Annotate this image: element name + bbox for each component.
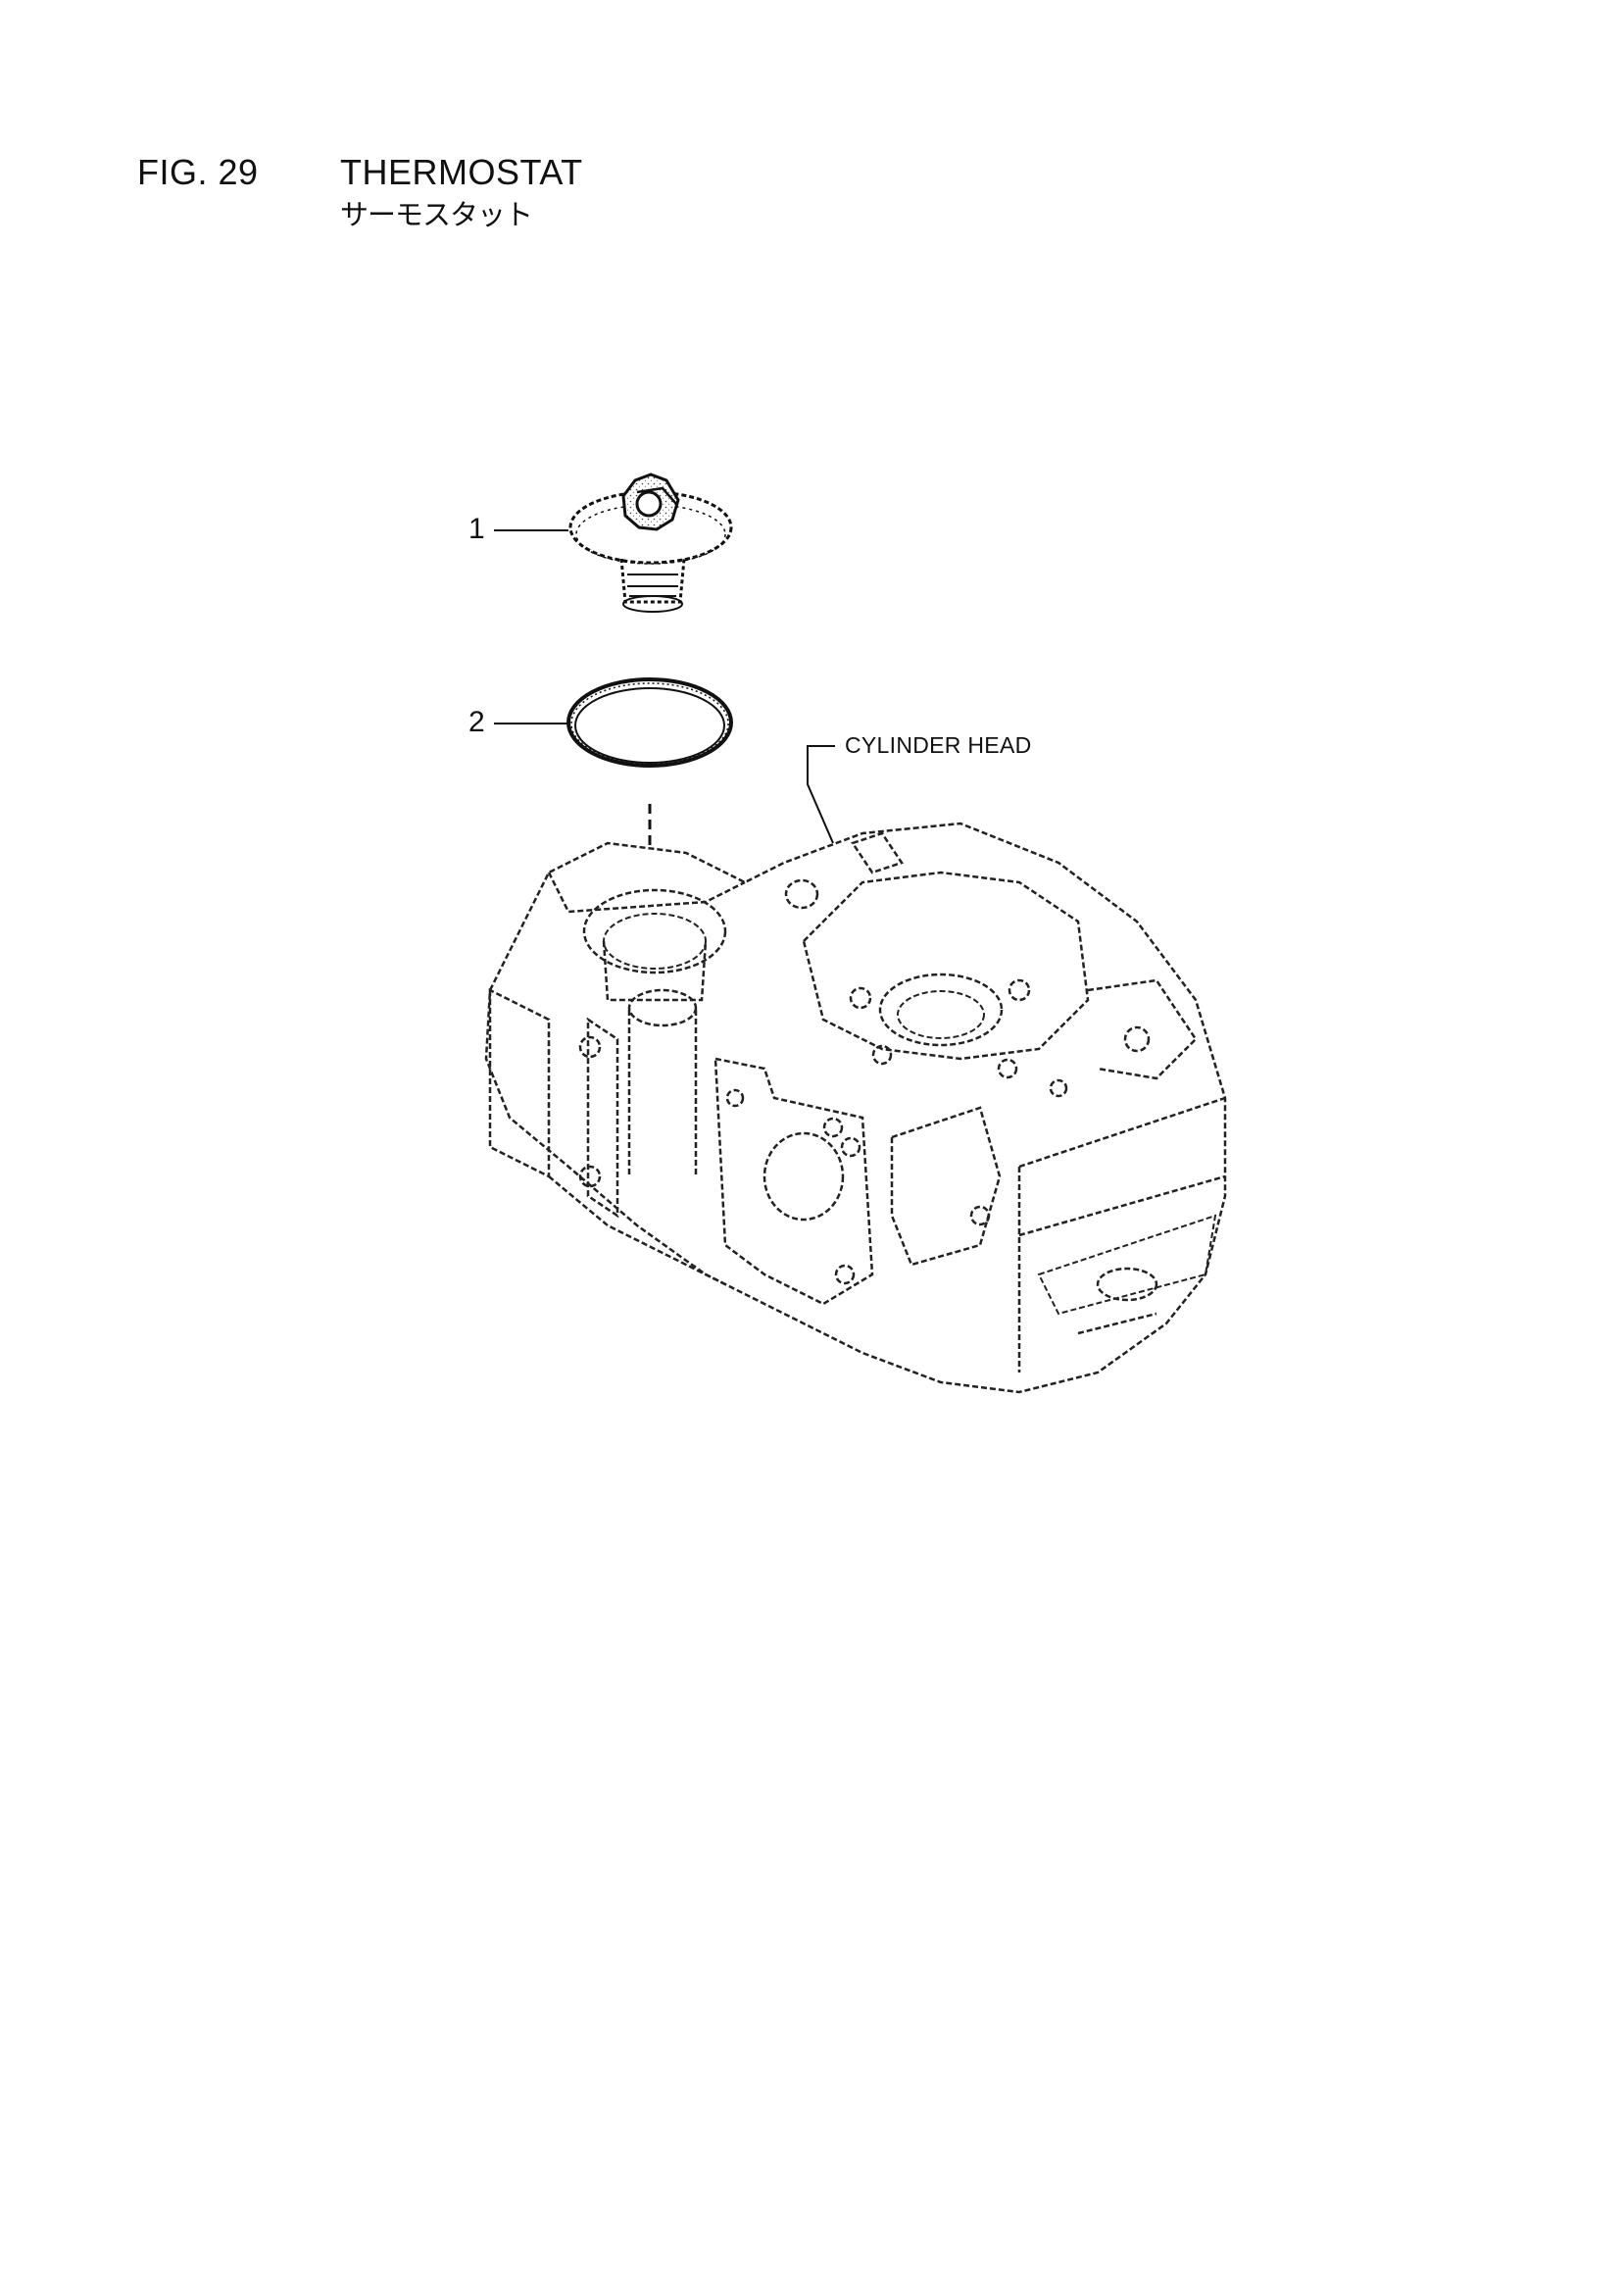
figure-title: THERMOSTAT	[340, 152, 583, 192]
leader-lines	[494, 529, 835, 844]
gasket-ring-part	[566, 677, 733, 768]
cylinder-head-label: CYLINDER HEAD	[845, 732, 1032, 758]
callout-number-2: 2	[468, 706, 485, 738]
cylinder-head-part	[484, 822, 1227, 1394]
callout-number-1: 1	[468, 513, 485, 545]
figure-subtitle: サーモスタット	[340, 198, 533, 231]
figure-number: FIG. 29	[137, 152, 259, 192]
thermostat-part	[568, 473, 733, 613]
